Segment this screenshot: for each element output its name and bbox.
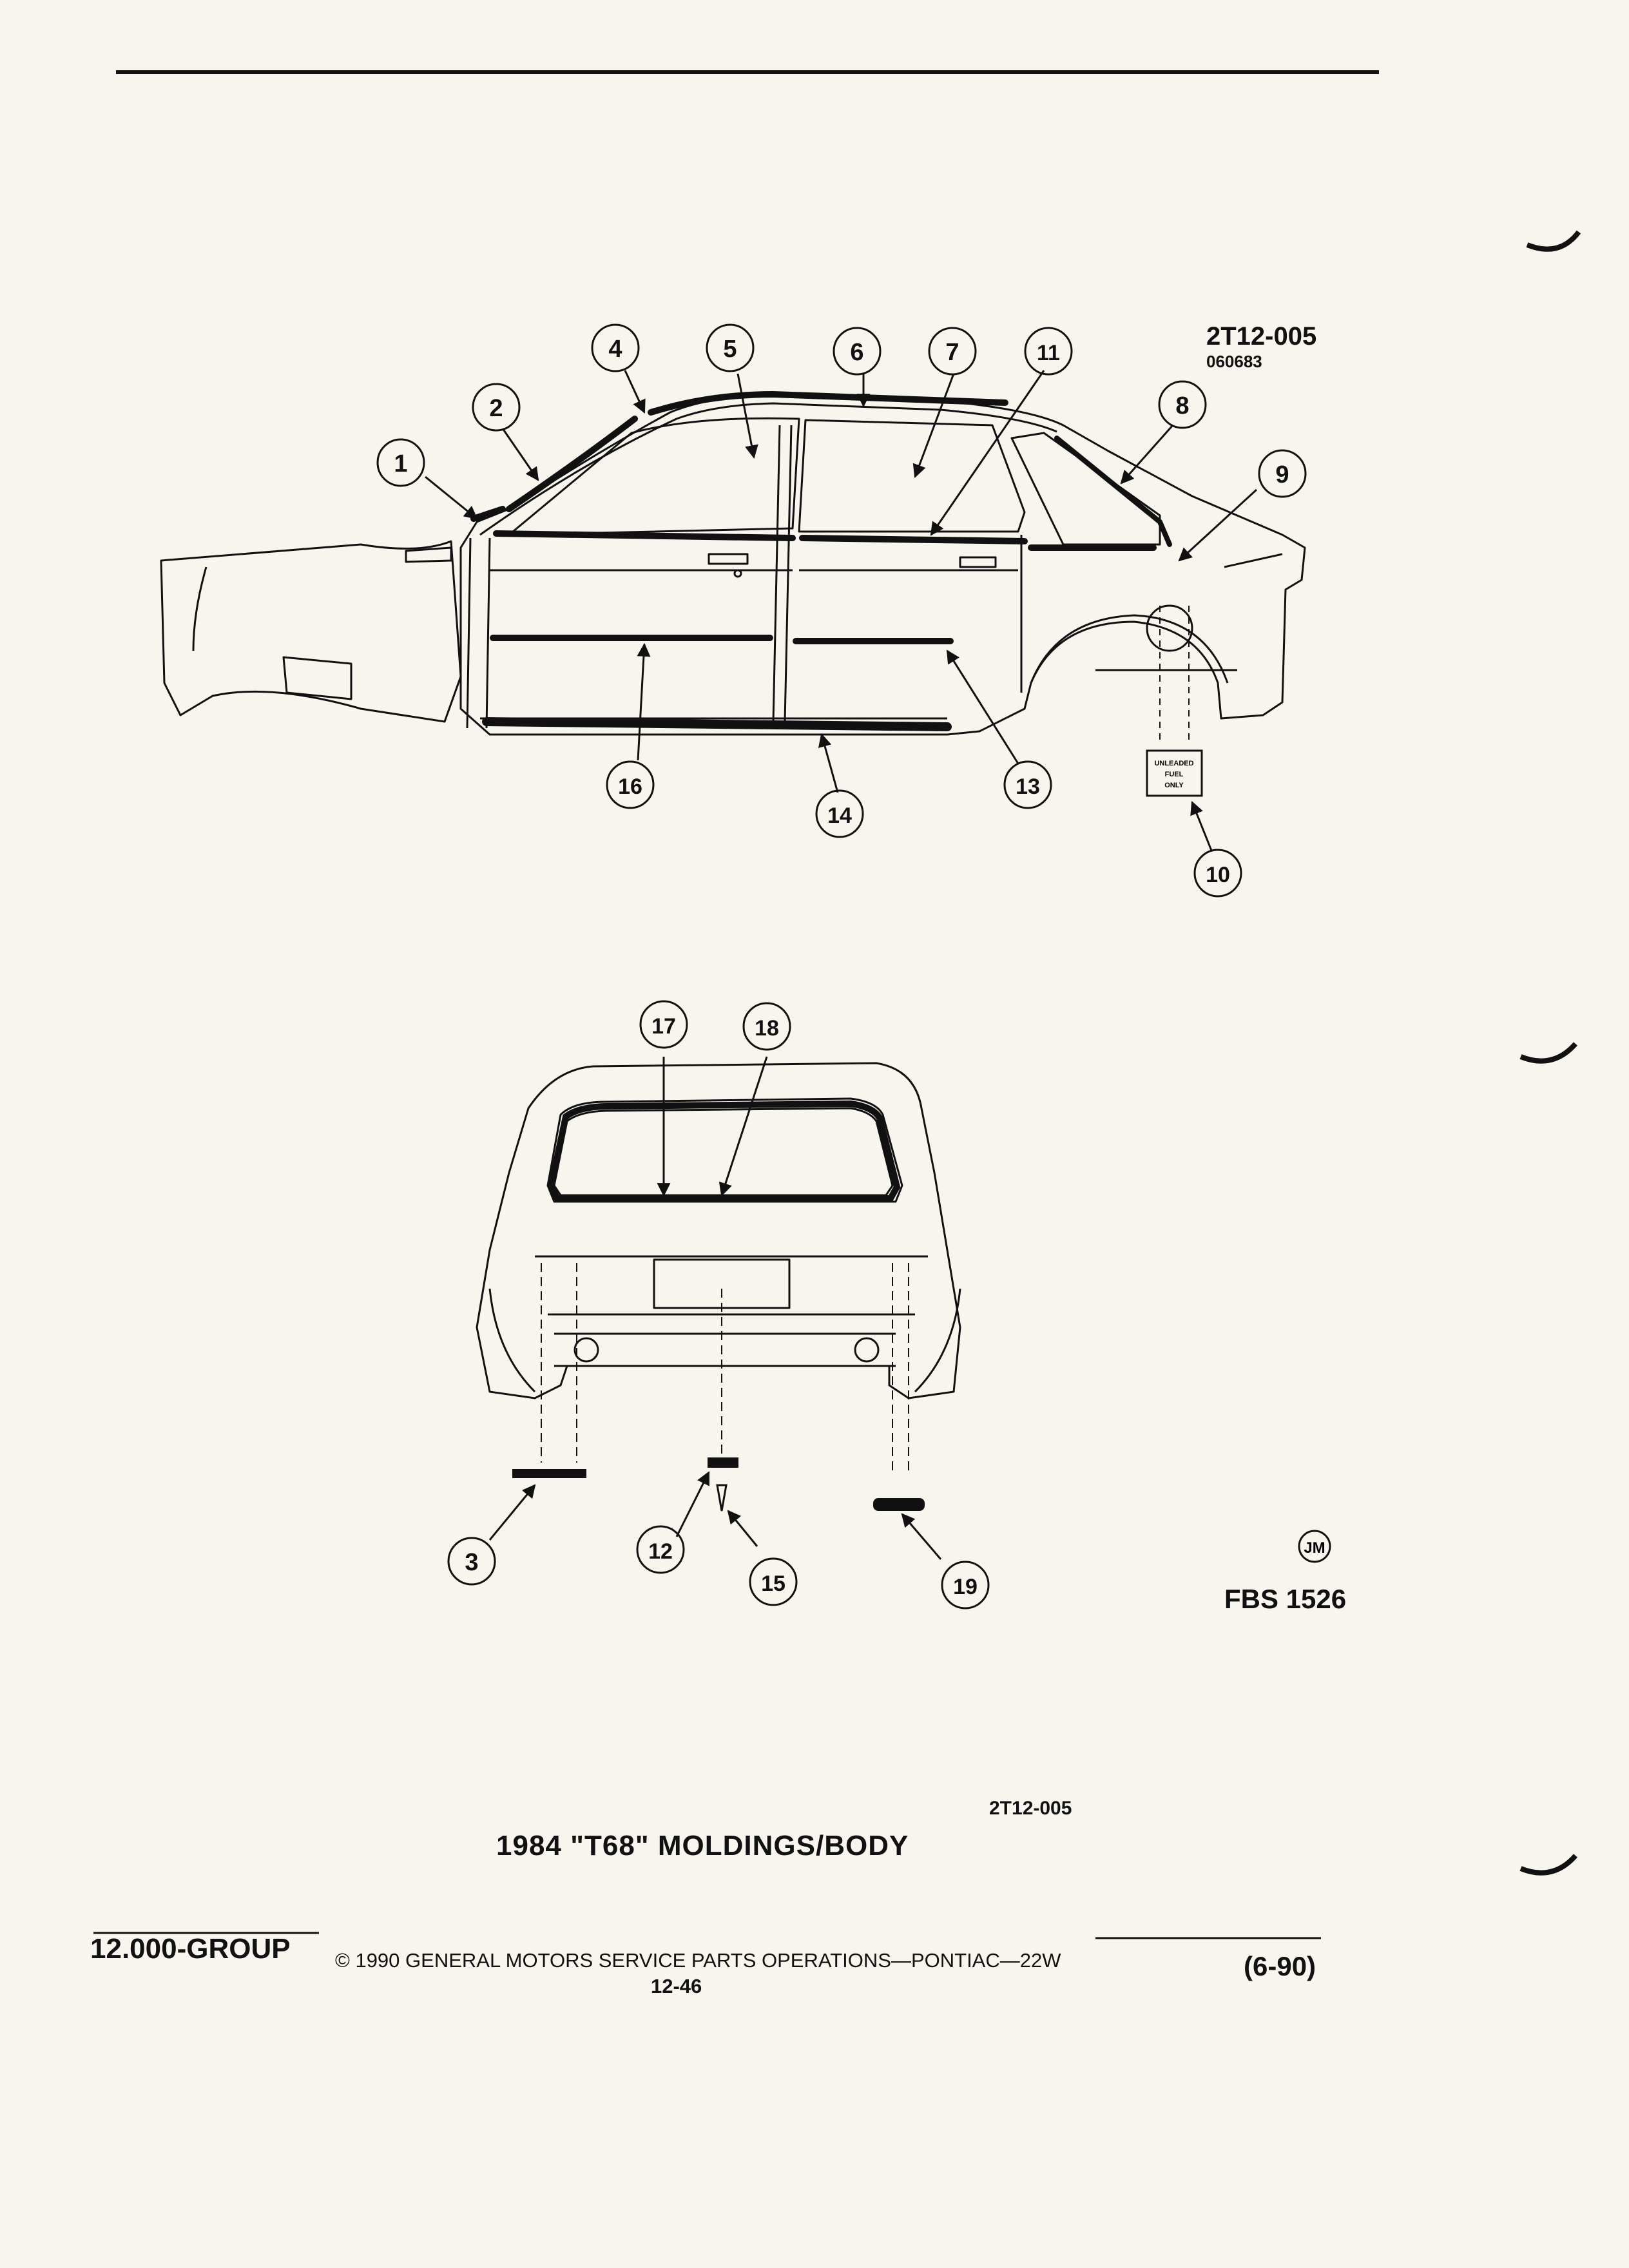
side-view-body (160, 393, 1306, 736)
side-moldings (470, 390, 1172, 731)
fbs-label: FBS 1526 (1224, 1584, 1347, 1614)
callout-1: 1 (394, 450, 407, 477)
callout-3: 3 (465, 1549, 478, 1576)
molding-rear-door-belt (799, 535, 1028, 544)
molding-rocker (482, 717, 952, 731)
molding-rear-window (547, 1100, 901, 1202)
callout-10: 10 (1206, 863, 1230, 887)
center-emblem (708, 1457, 738, 1468)
rear-emblems (512, 1457, 925, 1512)
molding-roof-drip (648, 390, 1008, 416)
callout-5: 5 (723, 336, 737, 363)
arrowhead-emblem (716, 1484, 728, 1512)
callout-8: 8 (1175, 392, 1189, 419)
edge-mark (1519, 1854, 1578, 1876)
pontiac-nameplate (512, 1469, 586, 1478)
callout-18: 18 (755, 1016, 779, 1041)
rear-moldings (547, 1100, 901, 1202)
callout-4: 4 (608, 336, 622, 363)
molding-windshield-reveal (470, 506, 506, 522)
molding-front-door-belt (493, 530, 796, 541)
callout-12: 12 (648, 1539, 673, 1564)
copyright-line: © 1990 GENERAL MOTORS SERVICE PARTS OPER… (335, 1949, 1061, 1972)
page-number: 12-46 (651, 1975, 702, 1997)
figure-date-code: 060683 (1206, 352, 1262, 371)
svg-text:JM: JM (1304, 1539, 1325, 1557)
callout-2: 2 (489, 395, 503, 422)
figure-code-bottom: 2T12-005 (989, 1798, 1072, 1819)
revision-date: (6-90) (1244, 1951, 1316, 1981)
callout-19: 19 (953, 1575, 978, 1599)
callout-6: 6 (850, 339, 863, 366)
callout-15: 15 (761, 1571, 786, 1596)
callout-11: 11 (1037, 341, 1060, 365)
molding-rear-quarter-upper (1054, 436, 1172, 547)
group-label: 12.000-GROUP (90, 1933, 291, 1965)
callout-7: 7 (945, 339, 959, 366)
callout-14: 14 (827, 803, 852, 828)
jm-badge: JM (1298, 1530, 1331, 1563)
figure-title: 1984 "T68" MOLDINGS/BODY (496, 1830, 909, 1861)
callout-9: 9 (1275, 461, 1289, 488)
figure-code: 2T12-005 (1206, 322, 1317, 351)
svg-text:UNLEADED: UNLEADED (1154, 760, 1193, 767)
1000-nameplate (873, 1498, 925, 1511)
callout-17: 17 (651, 1014, 676, 1039)
edge-mark (1526, 230, 1581, 252)
callout-13: 13 (1016, 774, 1040, 799)
emblem-leaders (541, 1263, 909, 1475)
edge-mark (1519, 1042, 1578, 1064)
callout-16: 16 (618, 774, 642, 799)
svg-text:ONLY: ONLY (1164, 782, 1184, 789)
fuel-decal: UNLEADED FUEL ONLY (1146, 606, 1203, 797)
molding-windshield-pillar (506, 416, 638, 512)
callout-layer: 1 2 3 4 5 6 7 8 9 10 11 12 13 14 15 16 1… (376, 323, 1307, 1610)
svg-text:FUEL: FUEL (1165, 771, 1184, 778)
rear-view-body (476, 1062, 961, 1399)
